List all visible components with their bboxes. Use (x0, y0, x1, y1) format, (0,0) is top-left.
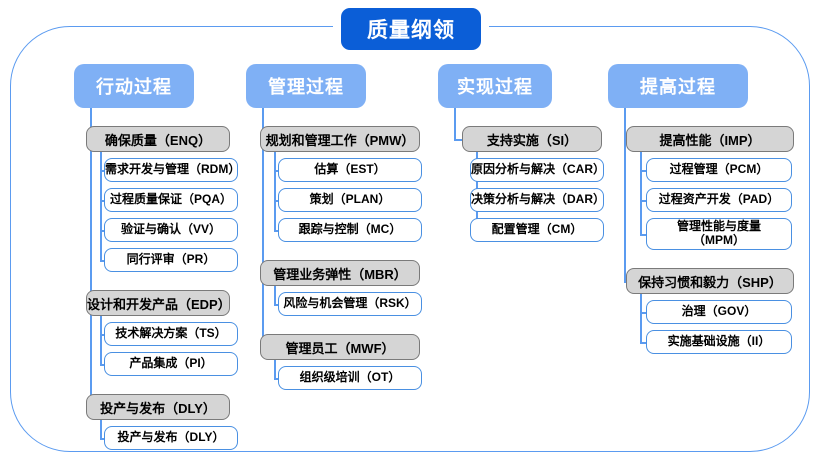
practice-area-box[interactable]: 产品集成（PI） (104, 352, 238, 376)
practice-area-box[interactable]: 实施基础设施（II） (646, 330, 792, 354)
practice-area-box[interactable]: 风险与机会管理（RSK） (278, 292, 422, 316)
practice-area-box[interactable]: 过程资产开发（PAD） (646, 188, 792, 212)
practice-area-box[interactable]: 治理（GOV） (646, 300, 792, 324)
group-box[interactable]: 管理业务弹性（MBR） (260, 260, 420, 286)
connector-line (640, 294, 642, 342)
connector-line (274, 378, 278, 380)
connector-line (274, 286, 276, 304)
process-column: 提高过程 (600, 64, 748, 108)
connector-line (100, 152, 102, 260)
group-box[interactable]: 投产与发布（DLY） (86, 394, 230, 420)
connector-line (624, 281, 626, 283)
practice-area-box[interactable]: 投产与发布（DLY） (104, 426, 238, 450)
process-column: 行动过程 (66, 64, 194, 108)
connector-line (454, 139, 462, 141)
connector-line (640, 152, 642, 234)
connector-line (274, 152, 276, 230)
group-box[interactable]: 支持实施（SI） (462, 126, 602, 152)
column-header-1[interactable]: 行动过程 (74, 64, 194, 108)
column-header-2[interactable]: 管理过程 (246, 64, 366, 108)
practice-area-box[interactable]: 配置管理（CM） (470, 218, 604, 242)
group-box[interactable]: 管理员工（MWF） (260, 334, 420, 360)
connector-line (624, 108, 626, 281)
connector-line (90, 108, 92, 407)
practice-area-box[interactable]: 验证与确认（VV） (104, 218, 238, 242)
practice-area-box[interactable]: 需求开发与管理（RDM） (104, 158, 240, 182)
practice-area-box[interactable]: 策划（PLAN） (278, 188, 422, 212)
column-header-3[interactable]: 实现过程 (438, 64, 552, 108)
group-box[interactable]: 保持习惯和毅力（SHP） (626, 268, 794, 294)
connector-line (100, 334, 104, 336)
connector-line (100, 260, 104, 262)
practice-area-box[interactable]: 原因分析与解决（CAR） (470, 158, 605, 182)
practice-area-box[interactable]: 同行评审（PR） (104, 248, 238, 272)
process-column: 管理过程 (238, 64, 366, 108)
connector-line (100, 230, 104, 232)
connector-line (640, 170, 646, 172)
connector-line (640, 312, 646, 314)
connector-line (100, 170, 104, 172)
group-box[interactable]: 提高性能（IMP） (626, 126, 794, 152)
connector-line (100, 316, 102, 364)
group-box[interactable]: 规划和管理工作（PMW） (260, 126, 420, 152)
root-title: 质量纲领 (341, 8, 481, 50)
connector-line (100, 200, 104, 202)
practice-area-box[interactable]: 决策分析与解决（DAR） (470, 188, 605, 212)
connector-line (454, 108, 456, 139)
connector-line (640, 234, 646, 236)
connector-line (262, 108, 264, 347)
practice-area-box[interactable]: 技术解决方案（TS） (104, 322, 238, 346)
practice-area-box[interactable]: 过程质量保证（PQA） (104, 188, 238, 212)
connector-line (274, 170, 278, 172)
process-column: 实现过程 (430, 64, 552, 108)
connector-line (274, 230, 278, 232)
connector-line (100, 364, 104, 366)
connector-line (274, 200, 278, 202)
connector-line (640, 342, 646, 344)
practice-area-box[interactable]: 估算（EST） (278, 158, 422, 182)
connector-line (274, 360, 276, 378)
practice-area-box[interactable]: 组织级培训（OT） (278, 366, 422, 390)
group-box[interactable]: 确保质量（ENQ） (86, 126, 230, 152)
connector-line (274, 304, 278, 306)
column-header-4[interactable]: 提高过程 (608, 64, 748, 108)
practice-area-box[interactable]: 管理性能与度量（MPM） (646, 218, 792, 250)
practice-area-box[interactable]: 跟踪与控制（MC） (278, 218, 422, 242)
group-box[interactable]: 设计和开发产品（EDP） (86, 290, 231, 316)
connector-line (100, 420, 102, 438)
practice-area-box[interactable]: 过程管理（PCM） (646, 158, 792, 182)
connector-line (640, 200, 646, 202)
connector-line (100, 438, 104, 440)
